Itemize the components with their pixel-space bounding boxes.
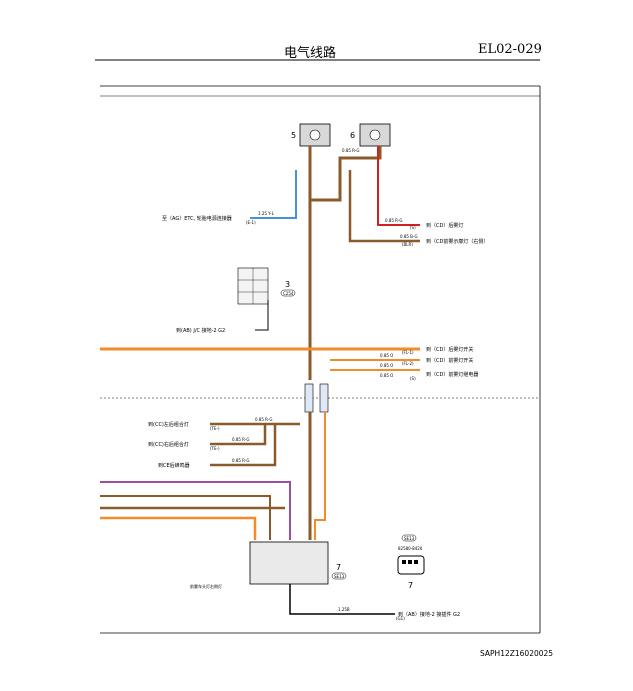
wire-red-rear-fog bbox=[377, 146, 420, 226]
pin-label-el: (E-1) bbox=[246, 220, 256, 225]
label-ag: 至（AG）ETC, 轮胎电源连接器 bbox=[162, 215, 232, 222]
wire-ce-buzzer bbox=[210, 424, 277, 467]
wire-label-w1: 0.85 R-G bbox=[342, 148, 359, 153]
pin-label-fl2: (FL-2) bbox=[402, 361, 414, 366]
component-6: 6 bbox=[350, 123, 391, 147]
label-cd-switch2: 到（CD）前雾灯开关 bbox=[426, 357, 473, 364]
wire-purple-long bbox=[100, 481, 291, 540]
wire-orange-long2 bbox=[100, 516, 257, 540]
component-3-number: 3 bbox=[285, 280, 290, 289]
component-3: 3 C254 bbox=[237, 267, 296, 305]
wire-cc-right bbox=[210, 424, 267, 446]
wire-c6-brown bbox=[310, 146, 382, 202]
label-cd-front-ind: 到（CD前雾示廓灯（右侧） bbox=[426, 238, 488, 245]
wire-orange-lower bbox=[314, 412, 326, 540]
wire-label-w3: 0.85 R-G bbox=[385, 218, 402, 223]
connector-block-1 bbox=[304, 383, 314, 413]
label-cd-rear-fog: 到（CD）后雾灯 bbox=[426, 222, 463, 229]
component-7: 7 SE13 前雾车头灯右侧灯 bbox=[190, 541, 347, 589]
component-5-number: 5 bbox=[291, 131, 296, 140]
page-code: EL02-029 bbox=[478, 42, 542, 57]
wire-brown-long1 bbox=[100, 495, 271, 540]
label-cc-right: 到(CC)右后组合灯 bbox=[148, 441, 189, 448]
component-7-tag: SE13 bbox=[334, 574, 345, 579]
label-cc-left: 到(CC)左后组合灯 bbox=[148, 421, 189, 428]
pin-label-gnd: (G1) bbox=[396, 616, 405, 621]
wire-label-w4: 0.85 B-G bbox=[400, 234, 418, 239]
wire-ground bbox=[289, 584, 395, 615]
component-7b-number: 7 bbox=[408, 581, 413, 590]
component-3-tag: C254 bbox=[283, 291, 294, 296]
label-ab-ground: 到（AB）接地-2 接插件 G2 bbox=[398, 611, 460, 618]
wire-label-w7: 0.85 R-G bbox=[255, 417, 272, 422]
wire-c254-gnd bbox=[255, 300, 269, 331]
component-7b-tag: SE13 bbox=[404, 536, 415, 541]
label-ce-buzzer: 到CE后蜂鸣器 bbox=[158, 462, 190, 469]
wire-label-w6: 0.85 O bbox=[380, 363, 393, 368]
component-5: 5 bbox=[291, 123, 331, 147]
connector-7-icon: SE13 82580-8420 7 bbox=[397, 534, 425, 590]
wire-label-w9: 0.85 R-G bbox=[232, 458, 249, 463]
pin-label-bl: (BLR) bbox=[402, 242, 413, 247]
page-title: 电气线路 bbox=[284, 46, 337, 61]
wire-label-w2: 1.25 Y-L bbox=[258, 211, 275, 216]
wire-label-w11: 0.85 O bbox=[380, 373, 393, 378]
pin-label-fl1: (FL-1) bbox=[402, 350, 414, 355]
component-6-number: 6 bbox=[350, 131, 355, 140]
component-7-number: 7 bbox=[336, 563, 341, 572]
footer-code: SAPH12Z16020025 bbox=[480, 649, 554, 658]
label-cd-switch1: 到（CD）后雾灯开关 bbox=[426, 346, 473, 353]
connector-block-2 bbox=[319, 383, 329, 413]
pin-label-te: (TE-) bbox=[210, 426, 220, 431]
wire-label-w5: 0.85 O bbox=[380, 353, 393, 358]
label-ab-jc: 到(AB) J/C 接地-2 G2 bbox=[176, 327, 225, 334]
wire-blue-ag bbox=[250, 170, 297, 219]
wire-label-w10: 1.25B bbox=[338, 607, 350, 612]
pin-label-te2: (TE-) bbox=[210, 446, 220, 451]
component-7b-part: 82580-8420 bbox=[398, 546, 423, 551]
wire-brown-front-ind bbox=[348, 170, 420, 243]
pin-label-s2: (S) bbox=[410, 376, 416, 381]
component-7-label: 前雾车头灯右侧灯 bbox=[190, 583, 222, 589]
wire-label-w8: 0.85 R-G bbox=[232, 437, 249, 442]
pin-label-s: (S) bbox=[410, 225, 416, 230]
label-cd-relay: 到（CD）前雾灯继电器 bbox=[426, 371, 478, 378]
